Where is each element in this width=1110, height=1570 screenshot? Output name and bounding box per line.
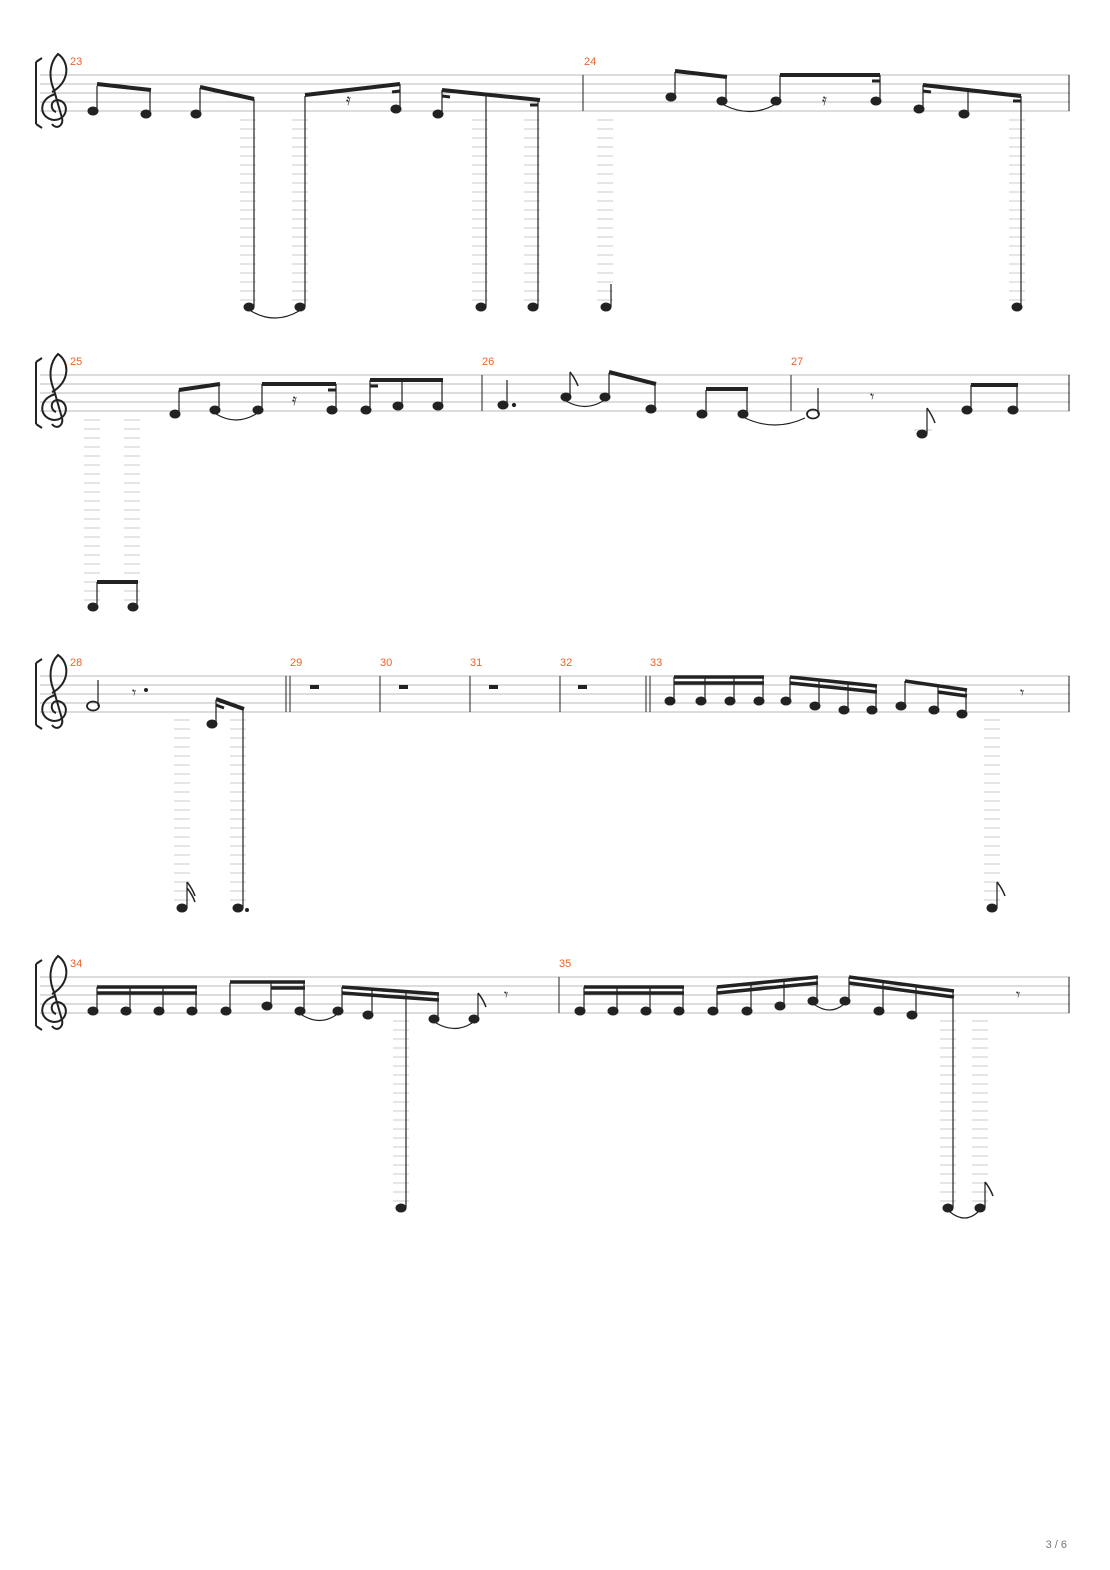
notes-m33: 𝄾	[664, 675, 1024, 913]
page-number: 3 / 6	[1045, 1539, 1067, 1551]
svg-text:𝄾: 𝄾	[1020, 685, 1024, 702]
measure-number: 23	[70, 56, 82, 68]
notes-m26	[497, 370, 806, 426]
svg-text:𝄿: 𝄿	[346, 92, 351, 109]
svg-text:𝄾: 𝄾	[132, 685, 136, 702]
measure-number: 25	[70, 356, 82, 368]
treble-clef-icon	[41, 53, 68, 128]
measure-number: 30	[380, 657, 392, 669]
svg-text:𝄾: 𝄾	[504, 987, 508, 1004]
notes-m23: 𝄿	[87, 82, 541, 319]
measure-number: 33	[650, 657, 662, 669]
treble-clef-icon	[41, 955, 68, 1030]
system-1: 23 24	[35, 53, 1070, 319]
notes-m34: 𝄾	[87, 980, 508, 1213]
measure-number: 26	[482, 356, 494, 368]
treble-clef-icon	[41, 654, 68, 729]
svg-text:𝄿: 𝄿	[292, 392, 297, 409]
svg-text:𝄾: 𝄾	[1016, 987, 1020, 1004]
rests-m29-m32	[310, 685, 587, 689]
half-rest-icon	[489, 685, 498, 689]
staff-1	[40, 74, 1070, 112]
measure-number: 31	[470, 657, 482, 669]
measure-number: 32	[560, 657, 572, 669]
treble-clef-icon	[41, 353, 68, 428]
svg-text:𝄾: 𝄾	[870, 389, 874, 406]
half-rest-icon	[310, 685, 319, 689]
system-4: 34 35	[35, 955, 1070, 1219]
system-2: 25 26 27	[35, 353, 1070, 612]
measure-number: 24	[584, 56, 596, 68]
notes-m35: 𝄾	[574, 975, 1020, 1219]
staff-2	[40, 374, 1070, 412]
notes-m27: 𝄾	[806, 383, 1019, 439]
system-3: 28 29 30 31 32 33 𝄾	[35, 654, 1070, 913]
notes-m28: 𝄾	[86, 680, 249, 913]
staff-3	[40, 675, 1070, 713]
measure-number: 34	[70, 958, 82, 970]
svg-text:𝄿: 𝄿	[822, 92, 827, 109]
half-rest-icon	[578, 685, 587, 689]
notes-m25: 𝄿	[84, 378, 444, 612]
measure-number: 29	[290, 657, 302, 669]
notes-m24: 𝄿	[597, 69, 1025, 312]
measure-number: 28	[70, 657, 82, 669]
staff-4	[40, 976, 1070, 1014]
half-rest-icon	[399, 685, 408, 689]
measure-number: 27	[791, 356, 803, 368]
measure-number: 35	[559, 958, 571, 970]
